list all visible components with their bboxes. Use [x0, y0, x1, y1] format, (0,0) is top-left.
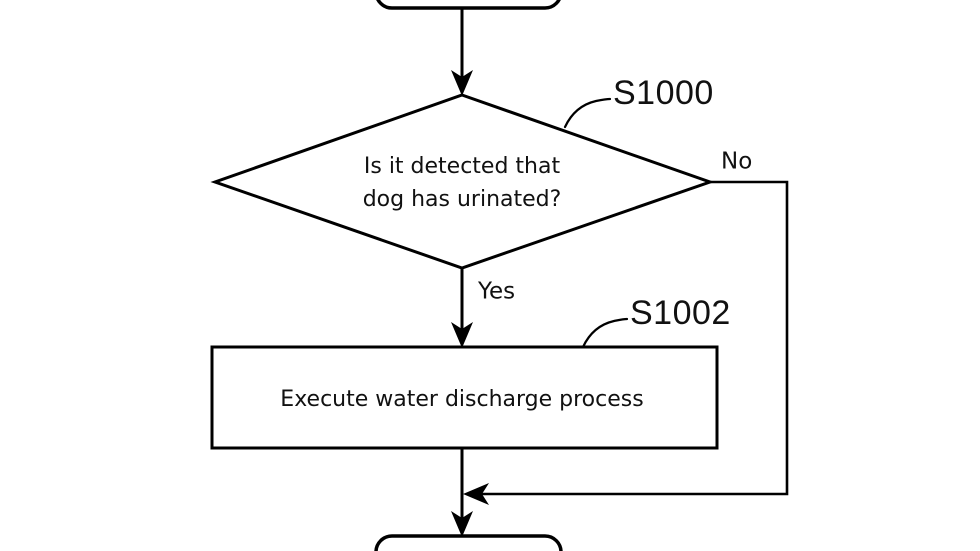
branch-label-no: No — [721, 149, 752, 175]
end-terminator — [374, 534, 563, 551]
arrowhead-into-process — [451, 322, 473, 348]
decision-label-line1: Is it detected that — [364, 154, 561, 179]
branch-label-yes: Yes — [477, 279, 515, 305]
leader-line-s1000 — [563, 97, 612, 129]
decision-node — [210, 93, 715, 270]
step-label-s1002: S1002 — [630, 294, 731, 332]
process-node — [210, 345, 719, 450]
start-terminator — [376, 0, 561, 10]
decision-label-line2: dog has urinated? — [363, 187, 562, 212]
arrowhead-into-decision — [451, 70, 473, 96]
step-label-s1000: S1000 — [613, 74, 714, 112]
leader-line-s1002 — [581, 317, 629, 349]
arrowhead-no-merge — [463, 483, 489, 505]
process-label: Execute water discharge process — [280, 387, 643, 412]
arrowhead-into-end — [451, 511, 473, 537]
connector-no-loop — [472, 180, 789, 496]
